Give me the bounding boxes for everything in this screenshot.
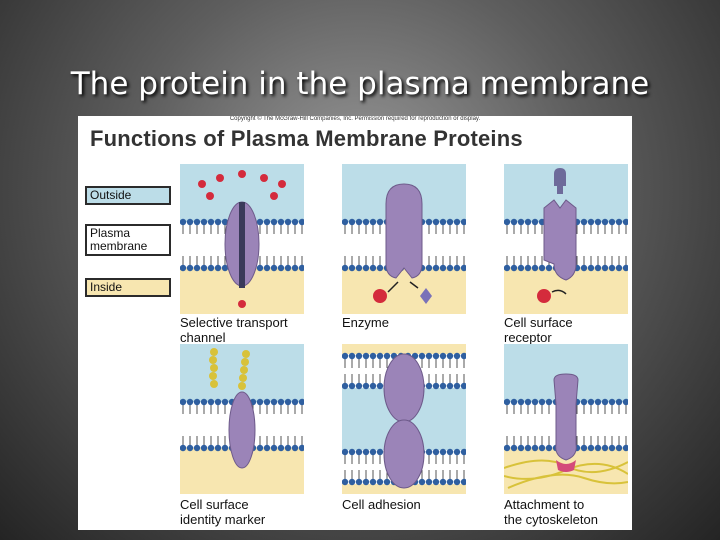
arrow-icon <box>551 289 567 295</box>
caption-cell-adhesion: Cell adhesion <box>342 497 421 512</box>
receptor-protein <box>543 199 577 281</box>
arrow-icon <box>409 281 419 289</box>
signal-relay-molecule <box>537 289 551 303</box>
panel-cytoskeleton-attachment <box>504 344 628 494</box>
product-molecule <box>420 288 432 304</box>
transport-channel-illustration <box>180 164 304 314</box>
panel-enzyme <box>342 164 466 314</box>
caption-cytoskeleton-attachment: Attachment to the cytoskeleton <box>504 497 598 527</box>
legend-inside: Inside <box>85 278 171 297</box>
cell-adhesion-illustration <box>342 344 466 494</box>
panel-cell-adhesion <box>342 344 466 494</box>
legend-outside: Outside <box>85 186 171 205</box>
cytoskeleton-illustration <box>504 344 628 494</box>
anchor-protein <box>553 373 579 461</box>
caption-cell-surface-receptor: Cell surface receptor <box>504 315 573 345</box>
signal-molecule <box>554 168 566 186</box>
enzyme-protein <box>385 183 423 279</box>
panel-identity-marker <box>180 344 304 494</box>
caption-enzyme: Enzyme <box>342 315 389 330</box>
identity-marker-illustration <box>180 344 304 494</box>
glycolipid-sugar-chain <box>209 348 218 388</box>
adhesion-protein-lower <box>383 419 425 489</box>
membrane-protein-figure: Copyright © The McGraw-Hill Companies, I… <box>78 116 632 530</box>
identity-marker-protein <box>228 391 256 469</box>
panel-cell-surface-receptor <box>504 164 628 314</box>
caption-identity-marker: Cell surface identity marker <box>180 497 266 527</box>
glycoprotein-sugar-chain <box>238 350 250 390</box>
caption-selective-transport: Selective transport channel <box>180 315 288 345</box>
receptor-illustration <box>504 164 628 314</box>
linker-protein <box>556 460 576 472</box>
substrate-molecule <box>373 289 387 303</box>
enzyme-illustration <box>342 164 466 314</box>
adhesion-protein-upper <box>383 353 425 423</box>
figure-title: Functions of Plasma Membrane Proteins <box>90 126 523 151</box>
slide-title: The protein in the plasma membrane <box>70 66 650 102</box>
copyright-notice: Copyright © The McGraw-Hill Companies, I… <box>229 116 481 122</box>
legend-plasma-membrane: Plasma membrane <box>85 224 171 256</box>
transported-molecules <box>198 170 286 308</box>
channel-pore <box>239 202 245 288</box>
panel-selective-transport <box>180 164 304 314</box>
arrow-icon <box>387 281 399 293</box>
